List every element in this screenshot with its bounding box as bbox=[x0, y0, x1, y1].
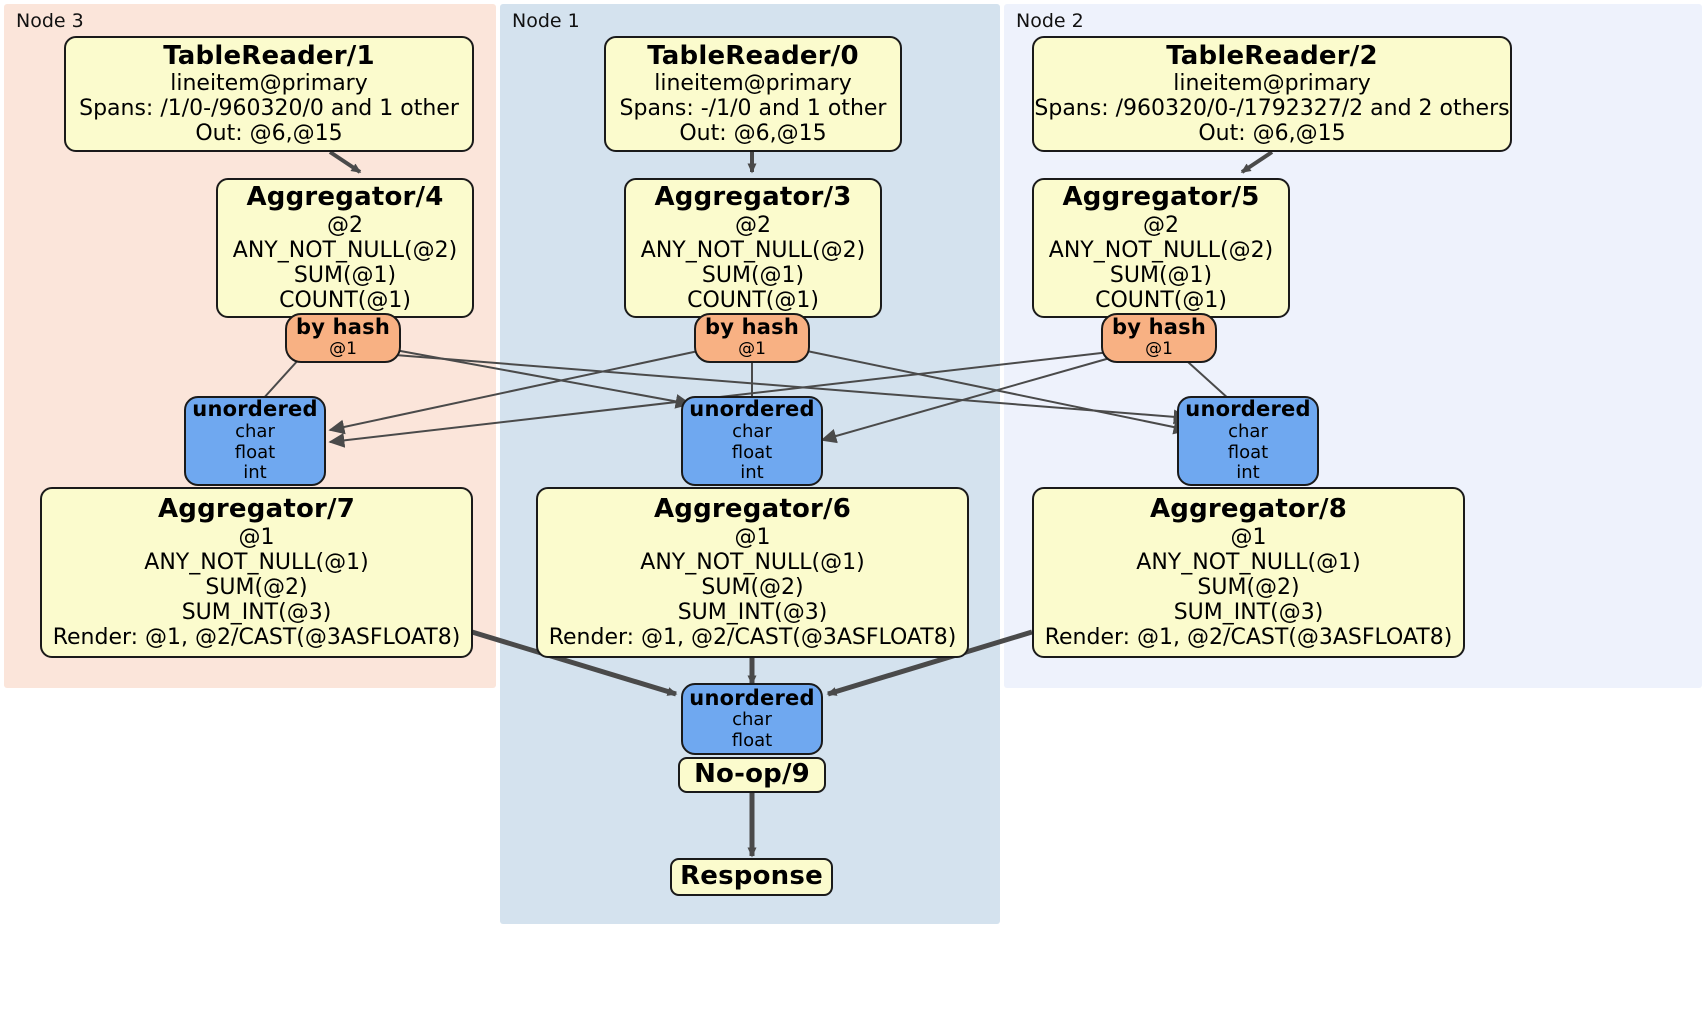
router-column: @1 bbox=[738, 339, 766, 360]
processor-out: Out: @6,@15 bbox=[679, 121, 827, 147]
processor-agg3: SUM_INT(@3) bbox=[1173, 599, 1324, 625]
processor-agg3: SUM_INT(@3) bbox=[181, 599, 332, 625]
processor-aggregator-3[interactable]: Aggregator/3 @2 ANY_NOT_NULL(@2) SUM(@1)… bbox=[624, 178, 882, 318]
processor-no-op-9[interactable]: No-op/9 bbox=[678, 757, 826, 793]
processor-aggregator-8[interactable]: Aggregator/8 @1 ANY_NOT_NULL(@1) SUM(@2)… bbox=[1032, 487, 1465, 658]
processor-agg3: COUNT(@1) bbox=[687, 287, 819, 313]
processor-render: Render: @1, @2/CAST(@3ASFLOAT8) bbox=[52, 624, 461, 650]
processor-group: @1 bbox=[734, 524, 771, 550]
router-title: by hash bbox=[1111, 315, 1206, 340]
router-type-0: char bbox=[235, 421, 275, 443]
processor-title: Aggregator/3 bbox=[654, 182, 852, 213]
processor-agg2: SUM(@2) bbox=[701, 574, 804, 600]
processor-agg2: SUM(@2) bbox=[1197, 574, 1300, 600]
processor-response[interactable]: Response bbox=[670, 858, 833, 896]
router-type-2: int bbox=[740, 462, 764, 484]
node-panel-label: Node 2 bbox=[1016, 10, 1084, 32]
router-title: unordered bbox=[192, 397, 318, 422]
processor-spans: Spans: /1/0-/960320/0 and 1 other bbox=[79, 96, 459, 122]
processor-aggregator-6[interactable]: Aggregator/6 @1 ANY_NOT_NULL(@1) SUM(@2)… bbox=[536, 487, 969, 658]
router-title: unordered bbox=[689, 397, 815, 422]
processor-group: @1 bbox=[238, 524, 275, 550]
processor-tablereader-1[interactable]: TableReader/1 lineitem@primary Spans: /1… bbox=[64, 36, 474, 152]
router-type-0: char bbox=[732, 421, 772, 443]
processor-agg1: ANY_NOT_NULL(@1) bbox=[640, 549, 865, 575]
processor-title: Aggregator/4 bbox=[246, 182, 444, 213]
router-title: by hash bbox=[295, 315, 390, 340]
processor-title: Aggregator/6 bbox=[653, 493, 852, 524]
processor-agg2: SUM(@1) bbox=[293, 262, 397, 288]
processor-group: @2 bbox=[735, 212, 771, 238]
processor-group: @2 bbox=[1143, 212, 1179, 238]
processor-tablereader-0[interactable]: TableReader/0 lineitem@primary Spans: -/… bbox=[604, 36, 902, 152]
processor-table: lineitem@primary bbox=[1173, 71, 1371, 97]
router-type-1: float bbox=[1227, 441, 1269, 463]
processor-title: Response bbox=[680, 861, 823, 892]
processor-agg1: ANY_NOT_NULL(@2) bbox=[232, 237, 458, 263]
input-synchronizer-unordered-aggregator-8[interactable]: unordered char float int bbox=[1177, 396, 1319, 486]
processor-agg1: ANY_NOT_NULL(@2) bbox=[640, 237, 866, 263]
output-router-by-hash-aggregator-4[interactable]: by hash @1 bbox=[285, 313, 401, 363]
processor-group: @1 bbox=[1230, 524, 1267, 550]
processor-title: Aggregator/8 bbox=[1149, 493, 1348, 524]
node-panel-label: Node 3 bbox=[16, 10, 84, 32]
processor-agg2: SUM(@1) bbox=[1109, 262, 1213, 288]
processor-title: Aggregator/5 bbox=[1062, 182, 1260, 213]
input-synchronizer-unordered-aggregator-7[interactable]: unordered char float int bbox=[184, 396, 326, 486]
router-type-2: int bbox=[243, 462, 267, 484]
processor-render: Render: @1, @2/CAST(@3ASFLOAT8) bbox=[548, 624, 957, 650]
router-type-2: int bbox=[1236, 462, 1260, 484]
node-panel-label: Node 1 bbox=[512, 10, 580, 32]
router-type-1: float bbox=[731, 729, 773, 751]
processor-spans: Spans: -/1/0 and 1 other bbox=[619, 96, 887, 122]
processor-aggregator-4[interactable]: Aggregator/4 @2 ANY_NOT_NULL(@2) SUM(@1)… bbox=[216, 178, 474, 318]
processor-title: Aggregator/7 bbox=[157, 493, 356, 524]
processor-table: lineitem@primary bbox=[170, 71, 368, 97]
processor-agg3: SUM_INT(@3) bbox=[677, 599, 828, 625]
processor-agg2: SUM(@1) bbox=[701, 262, 805, 288]
processor-aggregator-7[interactable]: Aggregator/7 @1 ANY_NOT_NULL(@1) SUM(@2)… bbox=[40, 487, 473, 658]
processor-title: TableReader/1 bbox=[163, 40, 375, 71]
processor-agg2: SUM(@2) bbox=[205, 574, 308, 600]
processor-out: Out: @6,@15 bbox=[195, 121, 343, 147]
processor-group: @2 bbox=[327, 212, 363, 238]
processor-agg3: COUNT(@1) bbox=[279, 287, 411, 313]
processor-agg3: COUNT(@1) bbox=[1095, 287, 1227, 313]
processor-agg1: ANY_NOT_NULL(@1) bbox=[144, 549, 369, 575]
processor-agg1: ANY_NOT_NULL(@1) bbox=[1136, 549, 1361, 575]
processor-table: lineitem@primary bbox=[654, 71, 852, 97]
processor-title: TableReader/0 bbox=[647, 40, 859, 71]
processor-render: Render: @1, @2/CAST(@3ASFLOAT8) bbox=[1044, 624, 1453, 650]
processor-out: Out: @6,@15 bbox=[1198, 121, 1346, 147]
processor-title: TableReader/2 bbox=[1166, 40, 1378, 71]
router-column: @1 bbox=[329, 339, 357, 360]
processor-agg1: ANY_NOT_NULL(@2) bbox=[1048, 237, 1274, 263]
processor-spans: Spans: /960320/0-/1792327/2 and 2 others bbox=[1034, 96, 1510, 122]
input-synchronizer-unordered-noop[interactable]: unordered char float bbox=[681, 683, 823, 755]
router-title: unordered bbox=[1185, 397, 1311, 422]
router-type-0: char bbox=[732, 709, 772, 731]
output-router-by-hash-aggregator-3[interactable]: by hash @1 bbox=[694, 313, 810, 363]
processor-aggregator-5[interactable]: Aggregator/5 @2 ANY_NOT_NULL(@2) SUM(@1)… bbox=[1032, 178, 1290, 318]
input-synchronizer-unordered-aggregator-6[interactable]: unordered char float int bbox=[681, 396, 823, 486]
processor-tablereader-2[interactable]: TableReader/2 lineitem@primary Spans: /9… bbox=[1032, 36, 1512, 152]
router-type-0: char bbox=[1228, 421, 1268, 443]
router-type-1: float bbox=[731, 441, 773, 463]
output-router-by-hash-aggregator-5[interactable]: by hash @1 bbox=[1101, 313, 1217, 363]
router-type-1: float bbox=[234, 441, 276, 463]
router-column: @1 bbox=[1145, 339, 1173, 360]
processor-title: No-op/9 bbox=[694, 759, 810, 790]
router-title: unordered bbox=[689, 685, 815, 710]
router-title: by hash bbox=[704, 315, 799, 340]
